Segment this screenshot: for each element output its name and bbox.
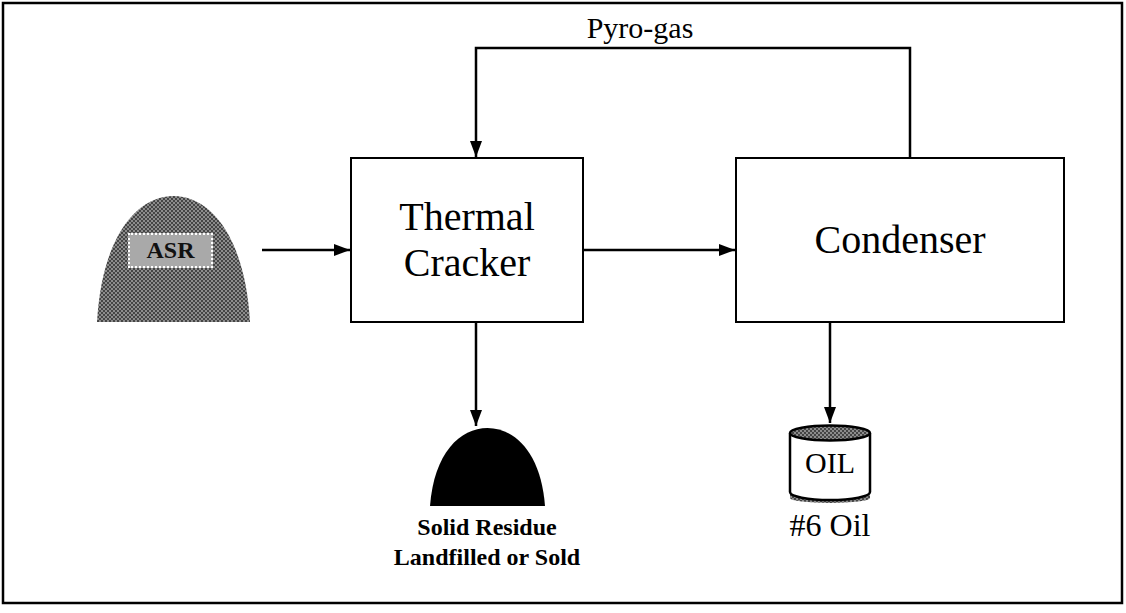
box-label: Thermal Cracker [352,194,582,286]
residue-outline [430,428,545,506]
flow-arrow [475,323,478,426]
feed-pile: ASR [97,196,250,322]
oil-drum: OIL #6 Oil [755,424,905,549]
feed-label: ASR [128,233,213,268]
flow-arrow [584,249,735,252]
flow-arrow [262,249,350,252]
flow-arrow [476,48,910,157]
outer-frame [3,3,1122,603]
drum-label: OIL [790,446,870,479]
pile-shape [430,428,545,506]
flow-arrow [829,323,832,423]
residue-pile: Solid Residue Landfilled or Sold [367,428,607,578]
drum-body [790,433,870,500]
pile-outline [97,196,250,322]
process-box: Condenser [735,157,1065,323]
drum-lid [790,426,870,441]
residue-label: Solid Residue Landfilled or Sold [367,512,607,572]
process-box: Thermal Cracker [350,157,584,323]
box-label: Condenser [796,217,1003,263]
product-label: #6 Oil [755,508,905,543]
stream-label: Pyro-gas [587,11,694,44]
